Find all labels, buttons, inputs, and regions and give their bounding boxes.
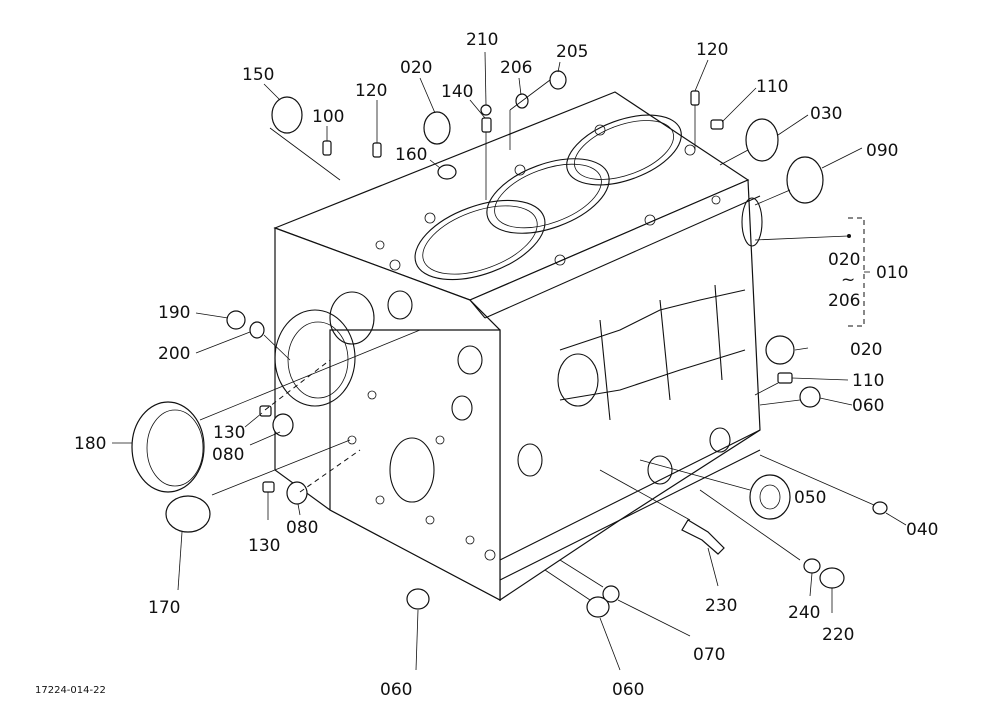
plug-070 — [602, 585, 620, 603]
oring-210 — [480, 104, 492, 116]
callout-label: 010 — [876, 263, 908, 283]
callout-label: 080 — [212, 445, 244, 465]
plug-060a — [799, 386, 821, 408]
washer-200 — [249, 321, 265, 339]
leader-lines — [112, 51, 907, 671]
callout-label: 130 — [248, 536, 280, 556]
callout-label: 210 — [466, 30, 498, 50]
callout-label: 060 — [612, 680, 644, 700]
drawing-code: 17224-014-22 — [35, 685, 106, 696]
plug-060b — [406, 588, 430, 610]
callout-label: 020 — [400, 58, 432, 78]
callout-label: 110 — [852, 371, 884, 391]
bushing-180 — [131, 401, 205, 493]
callout-label: 110 — [756, 77, 788, 97]
cap-170 — [165, 495, 211, 533]
washer-240 — [803, 558, 821, 574]
bolt-205 — [549, 70, 567, 90]
pin-110b — [777, 372, 793, 384]
plug-020a — [423, 111, 451, 145]
callout-label: 060 — [852, 396, 884, 416]
callout-label: 080 — [286, 518, 318, 538]
callout-label: 100 — [312, 107, 344, 127]
callout-label: 206 — [500, 58, 532, 78]
callout-label: 120 — [696, 40, 728, 60]
callout-label: 130 — [213, 423, 245, 443]
seal-050 — [749, 474, 791, 520]
callout-label: 240 — [788, 603, 820, 623]
bolt-220 — [819, 567, 845, 589]
pin-100 — [322, 140, 332, 156]
callout-label: 070 — [693, 645, 725, 665]
switch-230 — [681, 519, 725, 555]
plug-030 — [745, 118, 779, 162]
callout-label: 180 — [74, 434, 106, 454]
pin-120a — [372, 142, 382, 158]
bracket-tilde: ~ — [841, 270, 855, 290]
plug-090 — [786, 156, 824, 204]
callout-label: 200 — [158, 344, 190, 364]
callout-label: 230 — [705, 596, 737, 616]
callout-label: 040 — [906, 520, 938, 540]
pin-110a — [710, 119, 724, 130]
plug-040 — [872, 501, 888, 515]
bolt-190 — [226, 310, 246, 330]
pin-120b — [690, 90, 700, 106]
nozzle-160 — [437, 164, 457, 180]
crankcase-block — [273, 91, 763, 602]
callout-label: 020 — [850, 340, 882, 360]
callout-label: 050 — [794, 488, 826, 508]
callout-label: 140 — [441, 82, 473, 102]
pin-140 — [481, 117, 492, 133]
callout-label: 220 — [822, 625, 854, 645]
callout-labels: 210 205 206 020 140 120 120 150 100 160 … — [74, 30, 938, 700]
plug-080a — [272, 413, 294, 437]
bracket-top-label: 020 — [828, 250, 860, 270]
loose-parts — [131, 70, 888, 618]
pin-130b — [262, 481, 275, 493]
callout-label: 120 — [355, 81, 387, 101]
plug-080b — [286, 481, 308, 505]
pin-130a — [259, 405, 272, 417]
plug-060c — [586, 596, 610, 618]
callout-label: 170 — [148, 598, 180, 618]
callout-label: 150 — [242, 65, 274, 85]
callout-label: 090 — [866, 141, 898, 161]
bracket-bottom-label: 206 — [828, 291, 860, 311]
callout-label: 190 — [158, 303, 190, 323]
callout-label: 205 — [556, 42, 588, 62]
callout-label: 030 — [810, 104, 842, 124]
callout-label: 160 — [395, 145, 427, 165]
callout-label: 060 — [380, 680, 412, 700]
plug-150 — [271, 96, 303, 134]
assembly-bracket: 020 ~ 206 — [828, 217, 870, 327]
plug-020b — [765, 335, 795, 365]
